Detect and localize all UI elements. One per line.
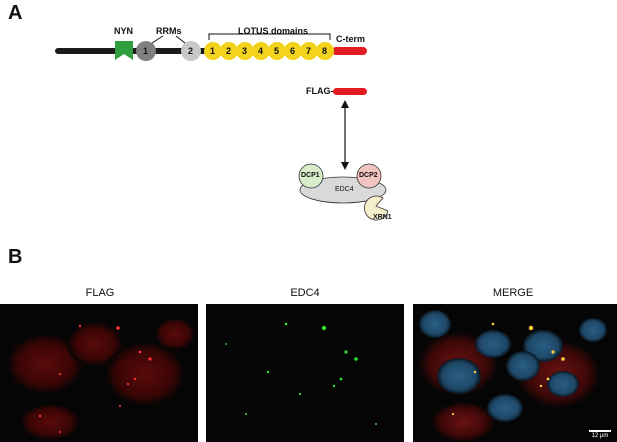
dcp1-shape	[298, 163, 324, 189]
lotus-domain	[252, 42, 270, 60]
nyn-domain	[115, 41, 133, 60]
flag-channel-title: FLAG	[85, 287, 115, 299]
scale-bar-line	[589, 430, 611, 432]
dcp2-label: DCP2	[359, 172, 378, 179]
lotus-domain	[284, 42, 302, 60]
rrm2-domain	[181, 41, 201, 61]
flag-micrograph	[0, 304, 198, 442]
flag-cterm-bar	[333, 88, 367, 95]
rrm-number: 1	[143, 46, 149, 56]
rrms-label: RRMs	[156, 26, 182, 36]
xrn1-shape	[363, 195, 389, 221]
arrow-head-down	[341, 162, 349, 170]
merge-micrograph: 12 µm	[413, 304, 617, 442]
lotus-number: 2	[226, 46, 232, 56]
lotus-label: LOTUS domains	[238, 26, 309, 36]
lotus-domains	[204, 42, 334, 60]
lotus-domain	[316, 42, 334, 60]
panel-a-letter: A	[8, 2, 23, 24]
rrm-pointer-line	[151, 35, 164, 44]
lotus-number: 7	[306, 46, 312, 56]
scale-bar: 12 µm	[589, 430, 611, 439]
arrow-head-up	[341, 100, 349, 108]
c-term-segment	[332, 47, 367, 55]
lotus-number: 5	[274, 46, 280, 56]
edc4-label: EDC4	[335, 186, 354, 193]
rrm-pointer-line	[175, 35, 186, 44]
flag-label: FLAG-	[306, 86, 334, 96]
domain-diagram	[55, 33, 389, 221]
edc4-micrograph	[206, 304, 404, 442]
lotus-number: 6	[290, 46, 296, 56]
lotus-number: 1	[210, 46, 216, 56]
edc4-channel-title: EDC4	[290, 287, 320, 299]
dcp1-label: DCP1	[301, 172, 320, 179]
rrm-number: 2	[188, 46, 194, 56]
cterm-label: C-term	[336, 34, 366, 44]
lotus-domain	[268, 42, 286, 60]
lotus-number: 4	[258, 46, 264, 56]
merge-channel-title: MERGE	[492, 287, 534, 299]
lotus-bracket	[208, 33, 331, 40]
nyn-label: NYN	[114, 26, 134, 36]
lotus-domain	[204, 42, 222, 60]
dcp2-shape	[356, 163, 382, 189]
scale-bar-label: 12 µm	[591, 433, 609, 439]
lotus-domain	[300, 42, 318, 60]
lotus-domain	[236, 42, 254, 60]
xrn1-label: XRN1	[373, 214, 392, 221]
lotus-number: 3	[242, 46, 248, 56]
lotus-number: 8	[322, 46, 328, 56]
lotus-domain	[220, 42, 238, 60]
panel-b-letter: B	[8, 246, 23, 268]
rrm1-domain	[136, 41, 156, 61]
